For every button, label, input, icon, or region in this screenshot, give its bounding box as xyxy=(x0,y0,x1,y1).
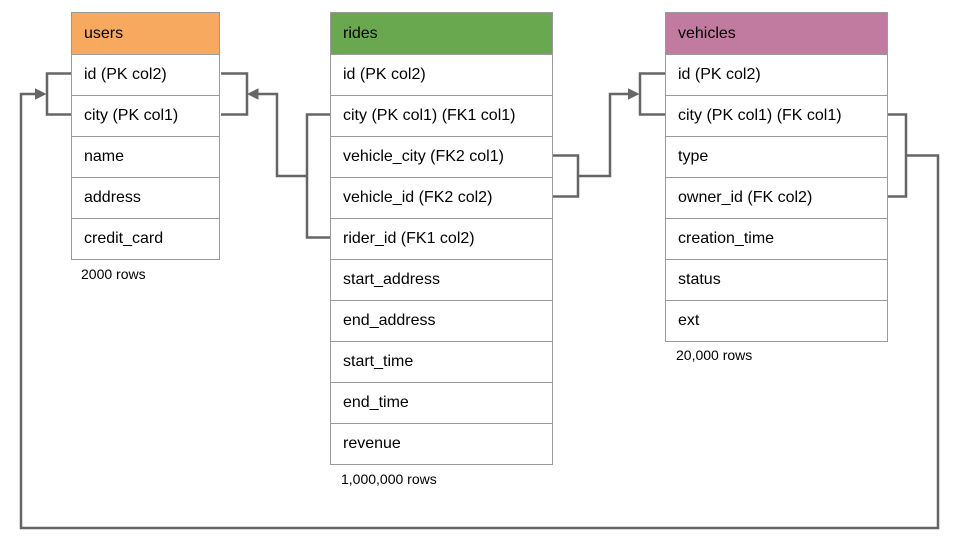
column-row: id (PK col2) xyxy=(331,54,552,95)
column-row: status xyxy=(666,259,887,300)
column-row: city (PK col1) (FK1 col1) xyxy=(331,95,552,136)
fk1-arrowhead-icon xyxy=(247,88,259,100)
column-row: end_address xyxy=(331,300,552,341)
column-row: owner_id (FK col2) xyxy=(666,177,887,218)
column-row: name xyxy=(72,136,219,177)
column-row: id (PK col2) xyxy=(666,54,887,95)
fk-vehicles-bus xyxy=(887,113,908,198)
fk2-arrowhead-icon xyxy=(628,88,640,100)
column-row: revenue xyxy=(331,423,552,464)
column-row: start_address xyxy=(331,259,552,300)
column-row: vehicle_id (FK2 col2) xyxy=(331,177,552,218)
column-row: id (PK col2) xyxy=(72,54,219,95)
column-row: creation_time xyxy=(666,218,887,259)
column-row: rider_id (FK1 col2) xyxy=(331,218,552,259)
column-row: credit_card xyxy=(72,218,219,259)
vehicles-row-count-label: 20,000 rows xyxy=(676,347,753,363)
fk2-rides-bus xyxy=(551,154,580,198)
fk1-rides-bus xyxy=(305,113,331,239)
fk2-vehicles-bus xyxy=(638,72,666,116)
column-row: city (PK col1) (FK col1) xyxy=(666,95,887,136)
fk-users-bus xyxy=(45,72,72,116)
column-row: address xyxy=(72,177,219,218)
table-users: users id (PK col2) city (PK col1) name a… xyxy=(71,12,220,260)
column-row: start_time xyxy=(331,341,552,382)
column-row: end_time xyxy=(331,382,552,423)
fk2-elbow-path xyxy=(578,92,628,178)
column-row: type xyxy=(666,136,887,177)
column-row: ext xyxy=(666,300,887,341)
fk2-connector-rides-to-vehicles xyxy=(551,72,666,198)
fk-connector-vehicles-to-users xyxy=(19,72,940,530)
fk1-connector-rides-to-users xyxy=(221,72,331,239)
table-rides-header: rides xyxy=(331,13,552,54)
fk-arrowhead-icon xyxy=(35,88,47,100)
table-vehicles-header: vehicles xyxy=(666,13,887,54)
table-vehicles: vehicles id (PK col2) city (PK col1) (FK… xyxy=(665,12,888,342)
fk1-users-bus xyxy=(221,72,249,116)
table-users-header: users xyxy=(72,13,219,54)
table-rides: rides id (PK col2) city (PK col1) (FK1 c… xyxy=(330,12,553,465)
column-row: vehicle_city (FK2 col1) xyxy=(331,136,552,177)
fk-perimeter-path xyxy=(19,92,940,530)
fk1-elbow-path xyxy=(257,92,307,178)
column-row: city (PK col1) xyxy=(72,95,219,136)
users-row-count-label: 2000 rows xyxy=(81,266,146,282)
rides-row-count-label: 1,000,000 rows xyxy=(341,471,437,487)
